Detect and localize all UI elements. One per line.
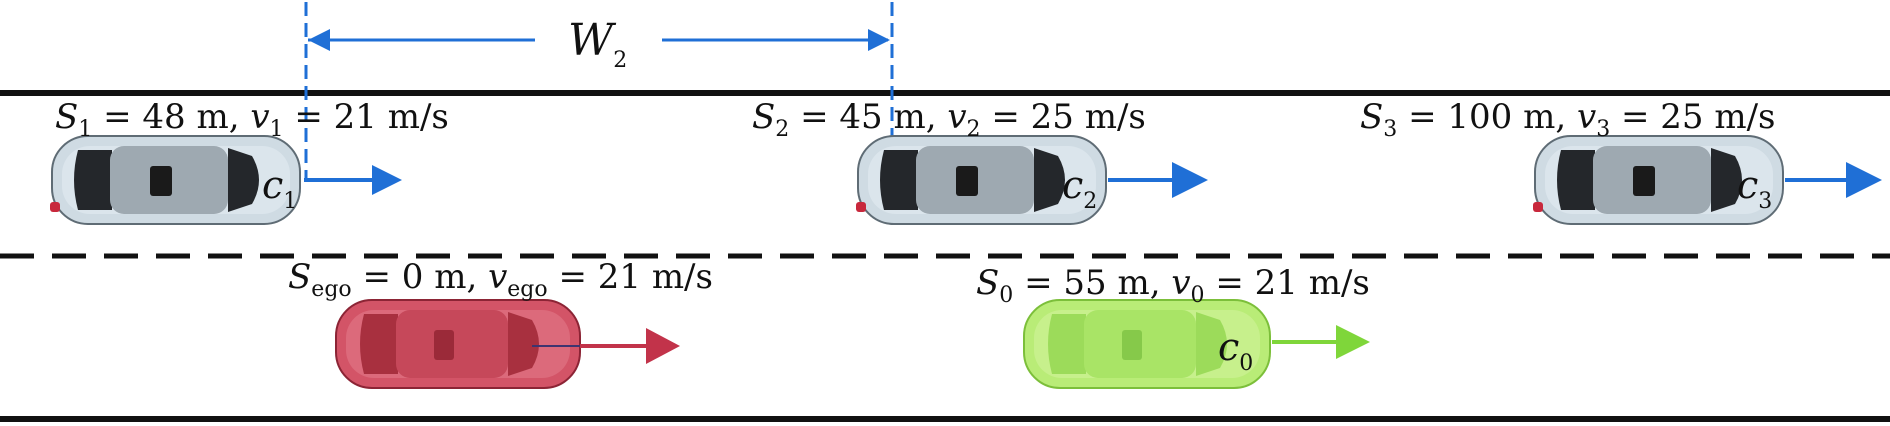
dimension-arrowhead-left	[308, 29, 330, 51]
vehicle-c2: c2	[856, 135, 1107, 225]
vehicle-c1-velocity-arrowhead	[372, 165, 402, 195]
vehicle-c3-state-label: S3 = 100 m, v3 = 25 m/s	[1360, 97, 1776, 142]
vehicle-c3-velocity-arrowhead	[1846, 162, 1882, 198]
gap-width-label: W2	[568, 15, 627, 73]
vehicle-c0-id: c0	[1218, 325, 1253, 376]
vehicle-c2-state-label: S2 = 45 m, v2 = 25 m/s	[752, 97, 1146, 142]
vehicle-c1: c1	[50, 135, 301, 225]
vehicle-c1-id: c1	[262, 163, 297, 214]
vehicle-c0-velocity-arrowhead	[1336, 325, 1370, 359]
vehicle-ego-velocity-arrowhead	[646, 328, 680, 364]
vehicle-ego	[335, 299, 581, 389]
vehicle-c2-id: c2	[1062, 163, 1097, 214]
vehicle-c1-state-label: S1 = 48 m, v1 = 21 m/s	[55, 97, 449, 142]
dimension-arrowhead-right	[868, 29, 890, 51]
vehicle-c0-state-label: S0 = 55 m, v0 = 21 m/s	[976, 263, 1370, 308]
gap-width-dimension: W2	[304, 2, 894, 180]
vehicle-ego-state-label: Sego = 0 m, vego = 21 m/s	[288, 257, 713, 302]
vehicle-c3-id: c3	[1737, 163, 1772, 214]
vehicle-c0: c0	[1023, 299, 1271, 389]
vehicle-c2-velocity-arrowhead	[1172, 162, 1208, 198]
vehicle-c3: c3	[1533, 135, 1784, 225]
